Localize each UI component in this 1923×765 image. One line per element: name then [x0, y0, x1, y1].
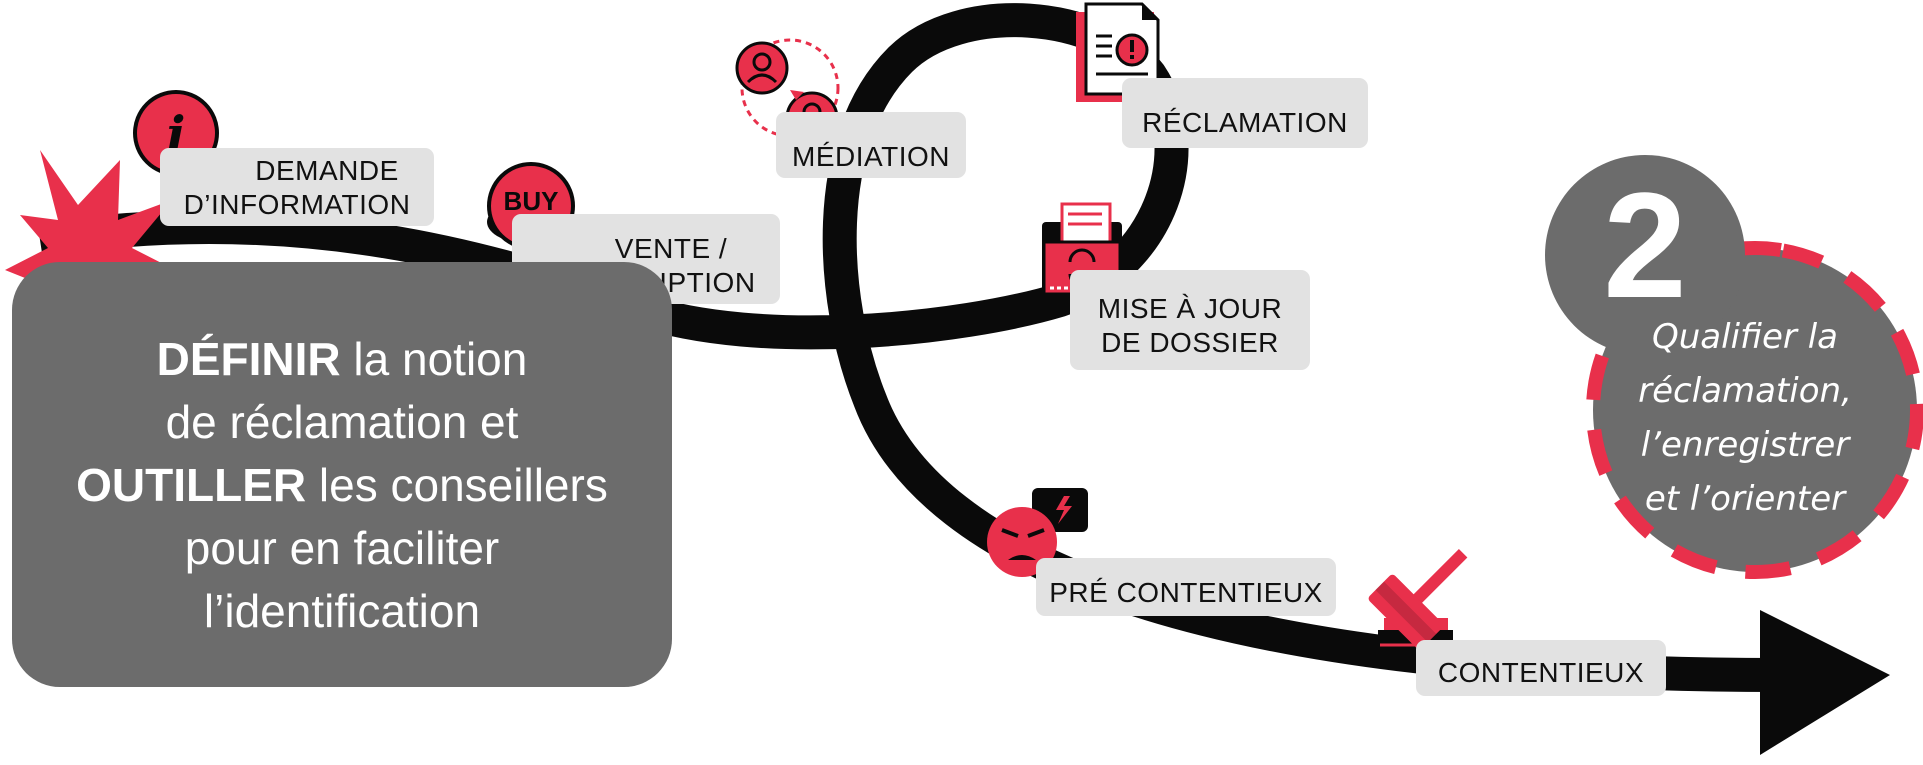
step-badge	[1545, 155, 1923, 579]
main-text-2: de réclamation et	[165, 396, 519, 448]
main-text-3: les conseillers	[306, 459, 608, 511]
buy-icon-label: BUY	[503, 186, 559, 216]
label-contentieux: CONTENTIEUX	[1416, 640, 1666, 696]
starburst-icon	[5, 150, 185, 335]
gavel-icon	[1368, 549, 1468, 650]
main-keyword-definir: DÉFINIR	[156, 333, 341, 385]
main-text-4: pour en faciliter	[184, 522, 500, 574]
main-objective-box: DÉFINIR la notion de réclamation et OUTI…	[12, 262, 672, 687]
label-mise-a-jour-dossier: MISE À JOUR DE DOSSIER	[1070, 270, 1310, 370]
label-pre-contentieux: PRÉ CONTENTIEUX	[1036, 558, 1336, 616]
main-text-1: la notion	[340, 333, 528, 385]
main-text-5: l’identification	[203, 585, 481, 637]
label-reclamation: RÉCLAMATION	[1122, 78, 1368, 148]
step-description: Qualifier la réclamation, l’enregistrer …	[1638, 317, 1852, 519]
label-demande-information: DEMANDE D’INFORMATION	[160, 148, 434, 226]
label-mediation: MÉDIATION	[776, 112, 966, 178]
main-keyword-outiller: OUTILLER	[76, 459, 307, 511]
arrow-head	[1760, 610, 1890, 755]
step-number: 2	[1603, 161, 1687, 329]
